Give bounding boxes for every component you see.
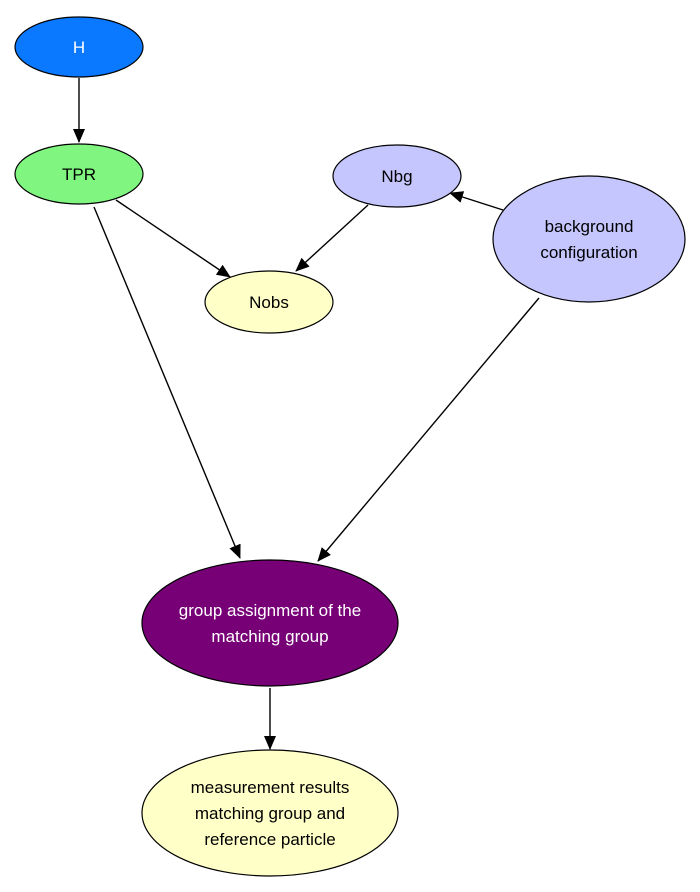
node-label: Nobs (249, 293, 289, 312)
node-label: configuration (540, 243, 637, 262)
edge-TPR-to-Nobs (115, 199, 231, 278)
node-ellipse (332, 144, 462, 208)
node-label: reference particle (204, 830, 335, 849)
edge-TPR-to-group-assignment (93, 206, 241, 559)
edge-arrow (295, 204, 369, 272)
node-TPR: TPR (14, 143, 144, 205)
edge-background-configuration-to-group-assignment (317, 297, 540, 562)
node-ellipse (14, 16, 144, 78)
edge-arrow (93, 206, 241, 559)
node-label: matching group (211, 627, 328, 646)
node-ellipse (492, 175, 686, 303)
node-measurement-results: measurement results matching group and ref… (141, 749, 399, 877)
node-Nobs: Nobs (204, 270, 334, 334)
edge-arrow (317, 297, 540, 562)
node-ellipse (204, 270, 334, 334)
node-H: H (14, 16, 144, 78)
node-label: background (545, 217, 634, 236)
node-label: TPR (62, 165, 96, 184)
node-group-assignment: group assignment of the matching group (141, 559, 399, 687)
node-label: group assignment of the (179, 601, 361, 620)
node-label: Nbg (381, 167, 412, 186)
node-label: measurement results (191, 778, 350, 797)
edges-layer (73, 78, 540, 750)
node-Nbg: Nbg (332, 144, 462, 208)
node-ellipse (141, 749, 399, 877)
edge-Nbg-to-Nobs (295, 204, 369, 272)
edge-arrow (449, 191, 504, 211)
node-ellipse (14, 143, 144, 205)
edge-background-configuration-to-Nbg (449, 191, 504, 211)
node-background-configuration: background configuration (492, 175, 686, 303)
node-label: matching group and (195, 804, 345, 823)
node-ellipse (141, 559, 399, 687)
node-label: H (73, 38, 85, 57)
edge-arrow (115, 199, 231, 278)
